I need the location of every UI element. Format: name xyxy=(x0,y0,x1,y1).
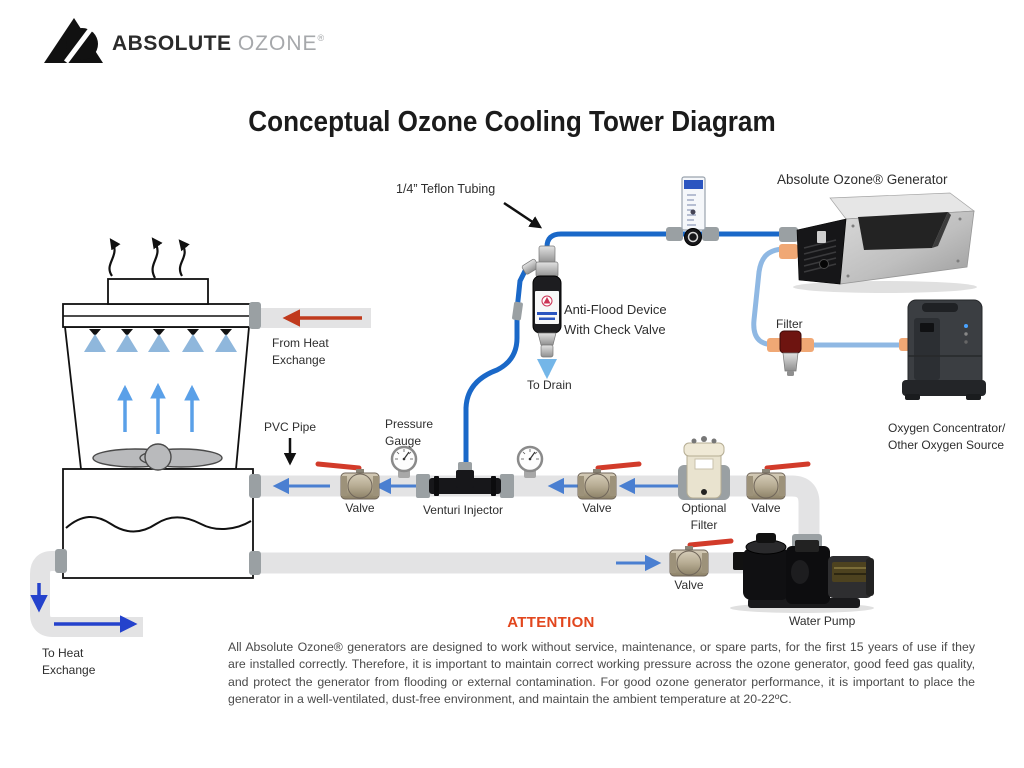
fan-housing xyxy=(107,278,209,305)
label-teflon-tubing: 1/4” Teflon Tubing xyxy=(396,182,496,196)
to-heat-arrows xyxy=(30,583,138,633)
optional-filter xyxy=(678,436,730,500)
page-title: Conceptual Ozone Cooling Tower Diagram xyxy=(248,106,776,138)
generator-gas-port xyxy=(779,227,798,242)
absolute-ozone-logo-icon xyxy=(44,18,103,64)
label-valve-3: Valve xyxy=(751,501,781,515)
ozone-tube-top xyxy=(544,231,783,254)
valve-2 xyxy=(577,461,642,500)
valve-1 xyxy=(315,461,380,500)
updraft-arrows xyxy=(117,382,200,434)
brand-wordmark: ABSOLUTE OZONE® xyxy=(112,32,325,56)
attention-body: All Absolute Ozone® generators are desig… xyxy=(228,640,975,706)
label-water-pump: Water Pump xyxy=(789,614,856,628)
label-valve-1: Valve xyxy=(345,501,375,515)
brand-word-absolute: ABSOLUTE xyxy=(112,32,232,55)
label-pressure-gauge: Pressure Gauge xyxy=(385,417,434,449)
spray-nozzles xyxy=(84,329,237,352)
tube-fitting xyxy=(512,301,523,321)
label-optional-filter: Optional Filter xyxy=(681,501,727,533)
water-line xyxy=(65,516,252,533)
oxygen-filter xyxy=(767,330,814,376)
generator-oxygen-port xyxy=(779,244,798,259)
tower-fan xyxy=(92,443,223,471)
label-valve-2: Valve xyxy=(582,501,612,515)
cooling-tower xyxy=(55,237,261,579)
flow-meter xyxy=(666,176,719,246)
ozone-tube-to-venturi xyxy=(463,265,530,466)
main-return-pipe xyxy=(259,475,820,542)
pressure-gauge-right xyxy=(516,445,544,478)
venturi-injector xyxy=(416,462,514,498)
water-pump xyxy=(730,533,874,613)
label-to-drain: To Drain xyxy=(527,378,572,392)
attention-title: ATTENTION xyxy=(507,614,595,631)
brand-word-ozone: OZONE xyxy=(237,32,318,55)
label-from-heat: From Heat Exchange xyxy=(272,336,329,368)
flow-arrows xyxy=(30,309,678,633)
valve-4 xyxy=(669,538,734,577)
label-oxygen-source: Oxygen Concentrator/ Other Oxygen Source xyxy=(888,421,1006,453)
brand-registered-mark: ® xyxy=(317,33,325,43)
pressure-gauge-left xyxy=(390,445,418,478)
label-valve-4: Valve xyxy=(674,578,704,592)
label-anti-flood: Anti-Flood Device With Check Valve xyxy=(564,302,667,338)
steam-arrows xyxy=(108,237,190,279)
label-to-heat: To Heat Exchange xyxy=(42,646,96,678)
oxygen-concentrator xyxy=(899,299,986,400)
teflon-pointer-arrow xyxy=(503,201,543,229)
tower-fittings xyxy=(55,302,261,575)
anti-flood-device xyxy=(521,245,562,380)
label-pvc-pipe: PVC Pipe xyxy=(264,420,317,434)
label-filter: Filter xyxy=(776,317,803,331)
label-venturi: Venturi Injector xyxy=(422,503,504,517)
ozone-generator xyxy=(779,192,977,293)
valve-3 xyxy=(746,461,811,500)
label-generator: Absolute Ozone® Generator xyxy=(777,172,948,187)
